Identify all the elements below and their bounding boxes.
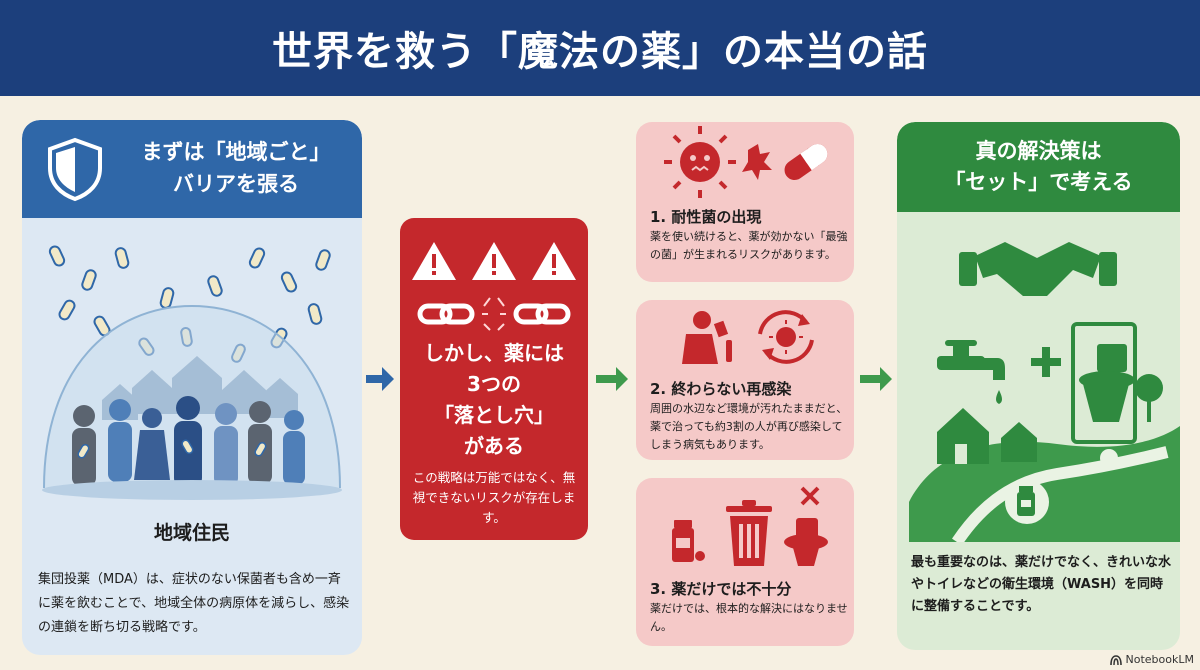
risk-card-resistance: 1. 耐性菌の出現 薬を使い続けると、薬が効かない「最強の菌」が生まれるリスクが… [636, 122, 854, 282]
medicine-bottle-icon [1005, 480, 1049, 524]
reinfection-illustration [682, 310, 814, 364]
residents-group [72, 396, 305, 487]
left-panel-header: まずは「地域ごと」 バリアを張る [22, 120, 362, 218]
left-panel-title: まずは「地域ごと」 バリアを張る [120, 136, 352, 200]
toilet-icon [784, 518, 828, 566]
broken-chain-icon [417, 297, 571, 331]
left-title-line2: バリアを張る [173, 172, 299, 196]
brand-watermark: NotebookLM [1109, 653, 1194, 666]
cross-mark-icon [800, 486, 820, 506]
risk-title-2: 2. 終わらない再感染 [650, 380, 792, 398]
pill-trash-toilet-illustration [672, 486, 828, 566]
pitfalls-line1: しかし、薬には [424, 341, 564, 365]
solution-title: 真の解決策は 「セット」で考える [897, 136, 1180, 198]
risk-desc-2: 周囲の水辺など環境が汚れたままだと、薬で治っても約3割の人が再び感染してしまう病… [650, 402, 848, 451]
solution-panel-header: 真の解決策は 「セット」で考える [897, 122, 1180, 212]
left-title-line1: まずは「地域ごと」 [141, 140, 331, 164]
risk-title-3: 3. 薬だけでは不十分 [650, 580, 792, 598]
virus-icon [664, 126, 736, 198]
tree-icon [1100, 374, 1163, 467]
risk-title-1: 1. 耐性菌の出現 [650, 208, 762, 226]
warning-icon [412, 242, 576, 280]
page-title: 世界を救う「魔法の薬」の本当の話 [272, 29, 928, 75]
arrow-right-icon [366, 367, 394, 391]
pitfalls-line4: がある [464, 434, 524, 458]
brand-name: NotebookLM [1125, 653, 1194, 666]
recycle-virus-icon [758, 310, 814, 364]
shield-icon [48, 137, 102, 202]
risk-desc-1: 薬を使い続けると、薬が効かない「最強の菌」が生まれるリスクがあります。 [650, 230, 848, 261]
house-icon [937, 408, 1037, 464]
pitfalls-description: この戦略は万能ではなく、無視できないリスクが存在します。 [412, 470, 576, 525]
risk-desc-3: 薬だけでは、根本的な解決にはなりません。 [650, 602, 848, 633]
drinking-person-icon [682, 311, 732, 364]
solution-panel: 真の解決策は 「セット」で考える [897, 122, 1180, 650]
solution-description: 最も重要なのは、薬だけでなく、きれいな水やトイレなどの衛生環境（WASH）を同時… [911, 555, 1172, 614]
pitfalls-line3: 「落とし穴」 [434, 403, 554, 427]
pitfalls-panel: しかし、薬には 3つの 「落とし穴」 がある この戦略は万能ではなく、無視できな… [400, 218, 588, 540]
toilet-icon [1071, 322, 1137, 444]
plus-icon [1031, 347, 1061, 377]
pitfalls-line2: 3つの [467, 372, 521, 396]
solution-title-line2: 「セット」で考える [944, 170, 1133, 194]
mda-description: 集団投薬（MDA）は、症状のない保菌者も含め一斉に薬を飲むことで、地域全体の病原… [38, 572, 350, 635]
risk-card-reinfection: 2. 終わらない再感染 周囲の水辺など環境が汚れたままだと、薬で治っても約3割の… [636, 300, 854, 460]
pitfalls-heading: しかし、薬には 3つの 「落とし穴」 がある [400, 338, 588, 462]
notebooklm-logo-icon [1109, 654, 1122, 665]
handshake-icon [959, 242, 1117, 296]
residents-caption: 地域住民 [153, 522, 230, 544]
community-dome-illustration [42, 245, 342, 500]
faucet-icon [937, 340, 1005, 404]
virus-vs-pill-illustration [664, 126, 828, 198]
header-banner: 世界を救う「魔法の薬」の本当の話 [0, 0, 1200, 96]
medicine-bottle-icon [672, 520, 705, 562]
wash-illustration [909, 242, 1180, 542]
clash-burst-icon [742, 144, 772, 180]
trash-can-icon [726, 500, 772, 566]
solution-title-line1: 真の解決策は [975, 139, 1102, 163]
risk-card-insufficient: 3. 薬だけでは不十分 薬だけでは、根本的な解決にはなりません。 [636, 478, 854, 646]
left-panel-mda: まずは「地域ごと」 バリアを張る [22, 120, 362, 655]
arrow-right-icon [860, 367, 892, 391]
pill-icon [784, 143, 828, 181]
arrow-right-icon [596, 367, 628, 391]
